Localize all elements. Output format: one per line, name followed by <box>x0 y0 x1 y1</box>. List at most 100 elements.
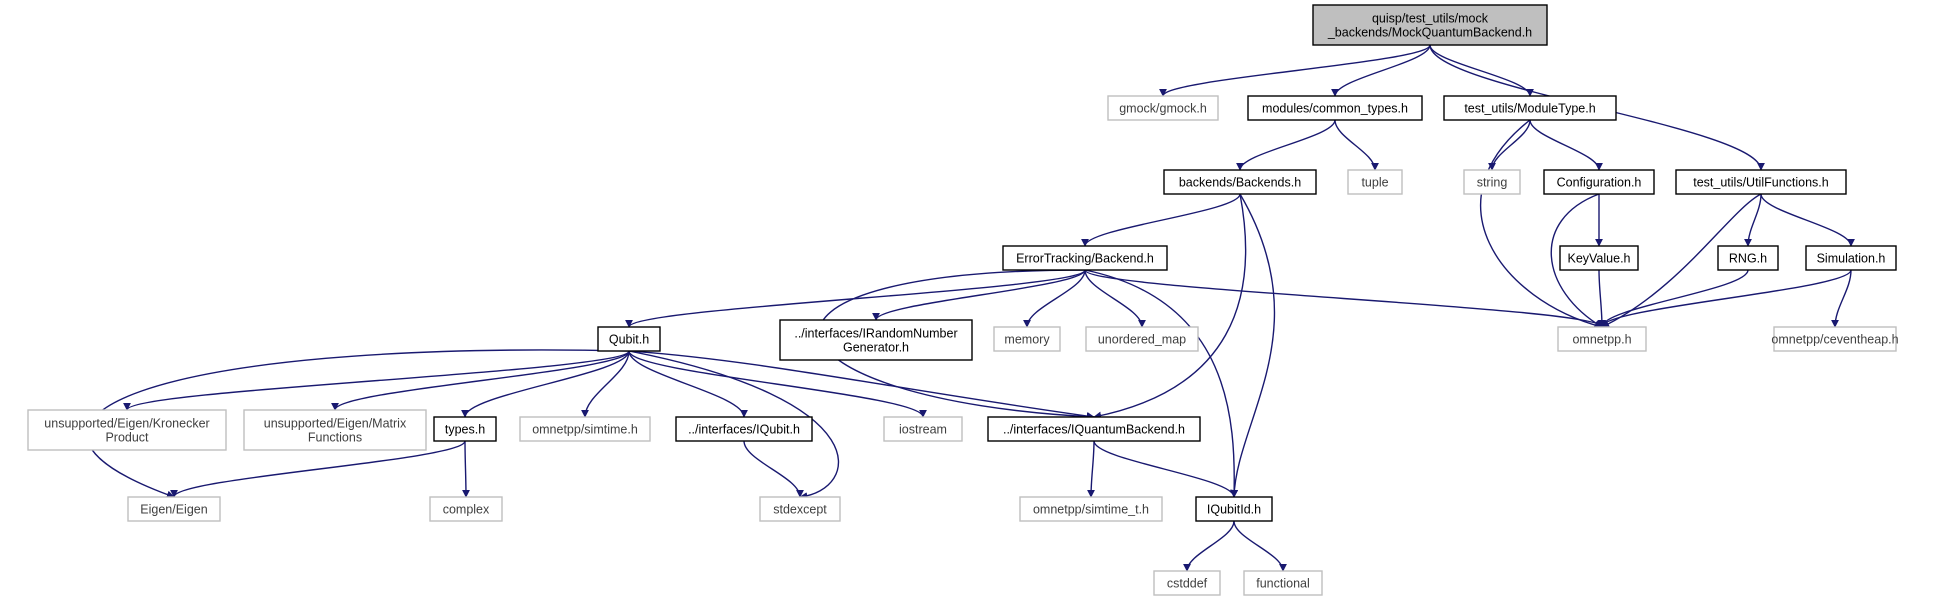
node-cstddef: cstddef <box>1153 570 1221 596</box>
node-simtime: omnetpp/simtime.h <box>519 416 651 442</box>
node-keyvalue[interactable]: KeyValue.h <box>1559 245 1639 271</box>
edge-arrow <box>1550 193 1603 328</box>
node-box <box>1347 169 1403 195</box>
node-label: unsupported/Eigen/Matrix <box>264 417 407 431</box>
node-root[interactable]: quisp/test_utils/mock_backends/MockQuant… <box>1312 4 1548 46</box>
node-label: tuple <box>1361 176 1388 190</box>
edge-qubit-to-simtime <box>581 350 630 418</box>
node-utilfunctions[interactable]: test_utils/UtilFunctions.h <box>1675 169 1847 195</box>
edge-backends-to-iquantumbackend <box>1093 193 1247 420</box>
node-label: stdexcept <box>773 503 827 517</box>
edge-arrow <box>1597 269 1606 328</box>
edge-arrow <box>1236 119 1336 171</box>
node-box <box>1312 4 1548 46</box>
node-label: modules/common_types.h <box>1262 102 1408 116</box>
node-label: omnetpp.h <box>1572 333 1631 347</box>
node-iqubitid[interactable]: IQubitId.h <box>1195 496 1273 522</box>
edge-arrow <box>170 440 466 498</box>
node-functional: functional <box>1243 570 1323 596</box>
edge-arrow <box>1084 269 1606 328</box>
edge-errorbackend-to-memory <box>1023 269 1086 328</box>
node-box <box>1463 169 1521 195</box>
node-gmock: gmock/gmock.h <box>1107 95 1219 121</box>
edge-arrow <box>628 350 927 418</box>
node-label: test_utils/UtilFunctions.h <box>1693 176 1829 190</box>
node-box <box>1557 326 1647 352</box>
edge-utilfunctions-to-rng <box>1744 193 1762 247</box>
edge-iquantumbackend-to-iqubitid <box>1093 440 1238 498</box>
edges-layer <box>86 44 1855 572</box>
node-iquantumbackend[interactable]: ../interfaces/IQuantumBackend.h <box>987 416 1201 442</box>
node-types[interactable]: types.h <box>433 416 497 442</box>
edge-root-to-gmock <box>1159 44 1431 97</box>
node-label: gmock/gmock.h <box>1119 102 1207 116</box>
node-configuration[interactable]: Configuration.h <box>1543 169 1655 195</box>
edge-errorbackend-to-qubit <box>625 269 1086 328</box>
edge-arrow <box>628 350 1095 420</box>
node-qubit[interactable]: Qubit.h <box>597 326 661 352</box>
edge-arrow <box>1084 269 1239 498</box>
edge-arrow <box>1081 193 1241 247</box>
node-rng[interactable]: RNG.h <box>1717 245 1779 271</box>
node-label: functional <box>1256 577 1310 591</box>
node-string: string <box>1463 169 1521 195</box>
node-box <box>243 409 427 451</box>
node-box <box>1107 95 1219 121</box>
node-label: test_utils/ModuleType.h <box>1464 102 1595 116</box>
edge-configuration-to-omnetpp <box>1550 193 1603 328</box>
node-box <box>597 326 661 352</box>
node-iostream: iostream <box>883 416 963 442</box>
edge-common_types-to-backends <box>1236 119 1336 171</box>
edge-arrow <box>1183 520 1235 572</box>
node-label: KeyValue.h <box>1567 252 1630 266</box>
edge-errorbackend-to-unordered_map <box>1084 269 1146 328</box>
edge-backends-to-errorbackend <box>1081 193 1241 247</box>
nodes-layer: quisp/test_utils/mock_backends/MockQuant… <box>27 4 1899 596</box>
node-errorbackend[interactable]: ErrorTracking/Backend.h <box>1002 245 1168 271</box>
node-label: Functions <box>308 431 362 445</box>
node-label: memory <box>1004 333 1050 347</box>
edge-arrow <box>1831 269 1852 328</box>
edge-qubit-to-kronecker <box>123 350 630 411</box>
edge-utilfunctions-to-simulation <box>1760 193 1855 247</box>
edge-arrow <box>1084 269 1146 328</box>
node-simulation[interactable]: Simulation.h <box>1805 245 1897 271</box>
node-box <box>429 496 503 522</box>
node-box <box>1247 95 1423 121</box>
node-label: ../interfaces/IRandomNumber <box>794 327 957 341</box>
node-label: cstddef <box>1167 577 1208 591</box>
node-complex: complex <box>429 496 503 522</box>
node-label: unordered_map <box>1098 333 1186 347</box>
node-box <box>987 416 1201 442</box>
edge-root-to-common_types <box>1331 44 1431 97</box>
edge-errorbackend-to-omnetpp <box>1084 269 1606 328</box>
node-label: Product <box>105 431 149 445</box>
node-backends[interactable]: backends/Backends.h <box>1163 169 1317 195</box>
node-box <box>1163 169 1317 195</box>
node-tuple: tuple <box>1347 169 1403 195</box>
node-box <box>1085 326 1199 352</box>
node-common_types[interactable]: modules/common_types.h <box>1247 95 1423 121</box>
edge-arrow <box>872 269 1086 321</box>
edge-arrow <box>1429 44 1534 97</box>
edge-arrow <box>1529 119 1603 171</box>
edge-arrow <box>628 350 840 501</box>
edge-simulation-to-ceventheap <box>1831 269 1852 328</box>
edge-arrow <box>1331 44 1431 97</box>
node-unordered_map: unordered_map <box>1085 326 1199 352</box>
node-label: quisp/test_utils/mock <box>1372 12 1489 26</box>
edge-simulation-to-omnetpp <box>1598 269 1852 328</box>
edge-common_types-to-tuple <box>1334 119 1379 171</box>
edge-types-to-complex <box>461 440 470 498</box>
edge-iqubit-to-stdexcept <box>743 440 804 498</box>
edge-arrow <box>581 350 630 418</box>
edge-iqubitid-to-cstddef <box>1183 520 1235 572</box>
node-iqubit[interactable]: ../interfaces/IQubit.h <box>675 416 813 442</box>
edge-arrow <box>1230 193 1276 498</box>
node-box <box>759 496 841 522</box>
node-moduletype[interactable]: test_utils/ModuleType.h <box>1443 95 1617 121</box>
node-simtime_t: omnetpp/simtime_t.h <box>1019 496 1163 522</box>
edge-arrow <box>1480 119 1603 330</box>
